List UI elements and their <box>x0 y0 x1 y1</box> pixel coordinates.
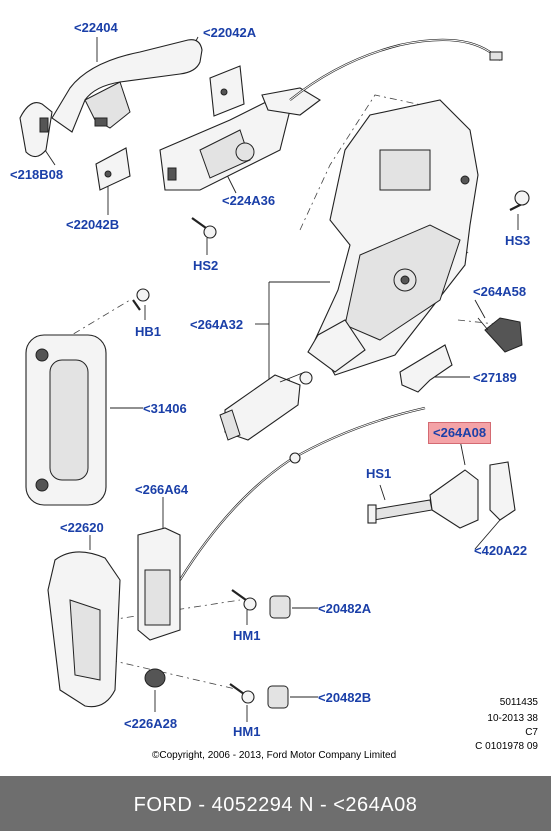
lower-cable <box>179 406 426 581</box>
end-cap-part <box>19 102 53 158</box>
copyright-text: ©Copyright, 2006 - 2013, Ford Motor Comp… <box>152 750 397 761</box>
screw-hm1-b-part <box>229 683 255 704</box>
ref-number-2: 10-2013 38 <box>487 713 538 724</box>
bracket-266a64-part <box>137 527 181 641</box>
interior-handle-part <box>25 334 107 506</box>
main-lock-part <box>307 99 479 376</box>
callout-226a28[interactable]: <226A28 <box>124 716 178 731</box>
gasket-a-part <box>209 65 245 117</box>
callout-31406[interactable]: <31406 <box>143 401 187 416</box>
ref-number-1: 5011435 <box>499 697 538 708</box>
callout-22042a[interactable]: <22042A <box>203 25 257 40</box>
top-cable <box>289 38 503 101</box>
clip-part <box>399 344 453 393</box>
callout-224a36[interactable]: <224A36 <box>222 193 276 208</box>
callout-hm1-a[interactable]: HM1 <box>233 628 261 643</box>
callout-hs3[interactable]: HS3 <box>505 233 531 248</box>
cap-20482b-part <box>267 685 289 709</box>
bolt-hb1-part <box>132 288 150 311</box>
striker-part <box>367 461 516 529</box>
screw-hs3-part <box>509 190 530 211</box>
footer-bar: FORD - 4052294 N - <264A08 <box>0 776 551 831</box>
callout-22042b[interactable]: <22042B <box>66 217 120 232</box>
callout-27189[interactable]: <27189 <box>473 370 517 385</box>
callout-420a22[interactable]: <420A22 <box>474 543 528 558</box>
handle-bracket-part <box>159 87 321 191</box>
knob-part <box>477 317 523 353</box>
gasket-b-part <box>95 147 131 191</box>
exterior-handle-part <box>51 39 203 133</box>
callout-264a08[interactable]: <264A08 <box>428 422 492 444</box>
cap-20482a-part <box>269 595 291 619</box>
callout-hs2[interactable]: HS2 <box>193 258 219 273</box>
callout-hb1[interactable]: HB1 <box>135 324 162 339</box>
actuator-part <box>219 371 313 441</box>
callout-20482a[interactable]: <20482A <box>318 601 372 616</box>
callout-hm1-b[interactable]: HM1 <box>233 724 261 739</box>
ref-number-4: C 0101978 09 <box>475 741 538 752</box>
screw-hs2-part <box>191 217 217 239</box>
parts-diagram <box>19 36 530 722</box>
callout-hs1[interactable]: HS1 <box>366 466 392 481</box>
callout-264a58[interactable]: <264A58 <box>473 284 527 299</box>
callout-264a32[interactable]: <264A32 <box>190 317 244 332</box>
screw-hm1-a-part <box>231 589 257 611</box>
callout-218b08[interactable]: <218B08 <box>10 167 64 182</box>
callout-22404[interactable]: <22404 <box>74 20 118 35</box>
escutcheon-part <box>47 551 121 708</box>
part-number-caption: FORD - 4052294 N - <264A08 <box>133 794 418 816</box>
callout-22620[interactable]: <22620 <box>60 520 104 535</box>
callout-20482b[interactable]: <20482B <box>318 690 372 705</box>
cap-226a28-part <box>144 668 166 688</box>
callout-266a64[interactable]: <266A64 <box>135 482 189 497</box>
ref-number-3: C7 <box>525 727 538 738</box>
